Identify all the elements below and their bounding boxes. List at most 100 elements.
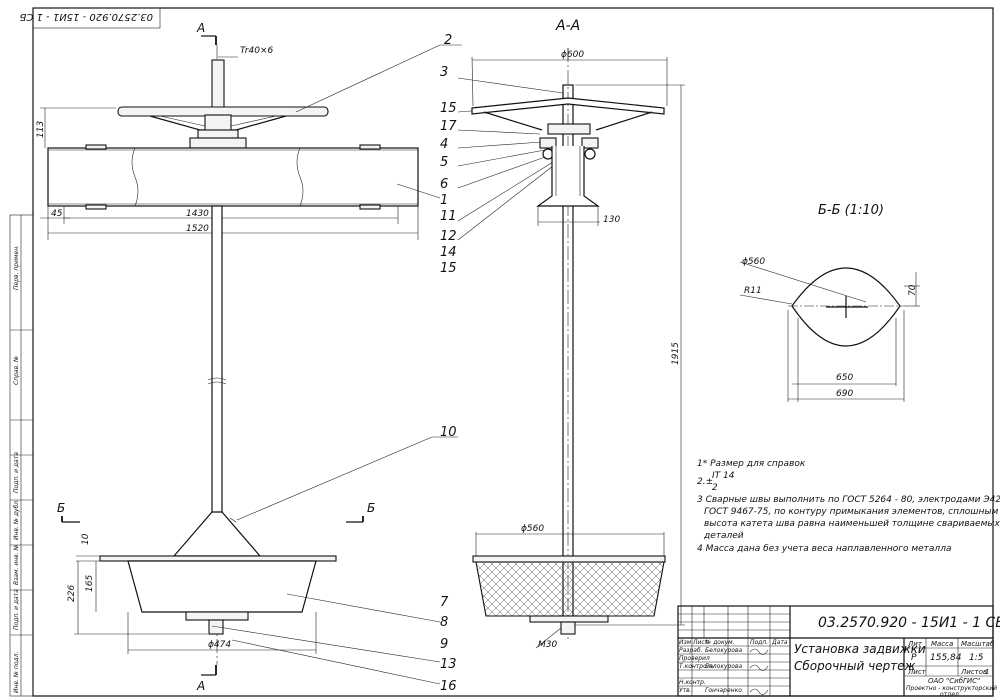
side-label-podp2: Подп. и дата [13, 589, 20, 630]
dim-113: 113 [36, 121, 46, 138]
tb-name-1: Белокурова [705, 647, 743, 654]
tb-col-lit: Лит [907, 640, 923, 648]
dim-10: 10 [81, 533, 91, 545]
tb-head-doc: № докум. [704, 639, 735, 646]
cut-a-bottom: А [196, 679, 205, 693]
tb-col-scale: Масштаб [961, 640, 995, 648]
callout-leaders [211, 44, 462, 685]
cut-b-left: Б [57, 501, 65, 515]
callout-4: 4 [440, 137, 448, 152]
dim-d560-side: ϕ560 [521, 524, 544, 534]
tb-head-date: Дата [771, 639, 788, 646]
callout-14: 14 [440, 245, 457, 260]
note-2: 2.± [697, 477, 713, 487]
callout-10: 10 [440, 425, 457, 440]
dim-70: 70 [908, 284, 918, 296]
side-label-dubl: Инв. № дубл. [13, 499, 20, 540]
dim-1520: 1520 [186, 224, 209, 234]
signature-2 [749, 664, 769, 671]
signature-1 [749, 648, 769, 655]
dim-1430: 1430 [186, 209, 209, 219]
callout-1: 1 [440, 193, 448, 208]
dim-1915: 1915 [671, 342, 681, 365]
side-view: А-А ϕ600 1 [457, 18, 685, 650]
dim-tr: Tr40×6 [240, 46, 273, 56]
callout-11: 11 [440, 209, 457, 224]
note-1b: IT 14 [712, 471, 735, 481]
tb-org-3: отдел [940, 691, 959, 698]
tb-title-1: Установка задвижки [794, 642, 926, 656]
cut-a-top: А [196, 21, 205, 35]
side-label-vzam: Взам. инв. № [13, 544, 20, 585]
note-1: 1* Размер для справок [697, 459, 806, 469]
side-label-sprav: Справ. № [13, 356, 20, 385]
tb-title-2: Сборочный чертеж [794, 659, 916, 673]
tb-org-1: ОАО "СибГИС" [928, 677, 980, 685]
signature-3 [749, 688, 769, 695]
callout-15a: 15 [440, 101, 457, 116]
section-aa-title: А-А [555, 18, 580, 34]
section-bb: Б-Б (1:10) ϕ560 R11 70 650 690 [739, 203, 920, 402]
callout-8: 8 [440, 615, 448, 630]
side-label-perv: Перв. примен. [13, 245, 20, 290]
note-3c: высота катета шва равна наименьшей толщи… [704, 519, 1000, 529]
callout-7: 7 [440, 595, 449, 610]
dim-226: 226 [67, 585, 77, 602]
tb-head-izm: Изм [679, 639, 692, 646]
callout-12: 12 [440, 229, 457, 244]
tb-sheets-value: 1 [985, 668, 989, 676]
tb-role-1: Разраб. [679, 647, 703, 654]
tb-role-2: Проверил [679, 655, 710, 662]
note-3: 3 Сварные швы выполнить по ГОСТ 5264 - 8… [697, 495, 1000, 505]
handwheel [117, 106, 329, 139]
dim-650: 650 [836, 373, 853, 383]
top-stamp: 03.2570.920 - 15И1 - 1 СБ [19, 7, 161, 29]
technical-notes: 1* Размер для справок IT 14 2.± 2 3 Свар… [697, 459, 1000, 554]
tb-role-4: Н.контр. [679, 679, 706, 686]
support-beam [47, 144, 419, 210]
tb-head-podp: Подп. [750, 639, 768, 646]
title-block: 03.2570.920 - 15И1 - 1 СБ Установка задв… [677, 605, 1000, 698]
dim-m30: M30 [538, 640, 557, 650]
section-bb-title: Б-Б (1:10) [818, 203, 884, 218]
callout-16: 16 [440, 679, 457, 694]
dim-45: 45 [51, 209, 63, 219]
callout-13: 13 [440, 657, 457, 672]
tb-doc-number: 03.2570.920 - 15И1 - 1 СБ [818, 615, 1000, 631]
tb-head-list: Лист [692, 639, 709, 646]
cut-b-right: Б [367, 501, 375, 515]
side-stamp-strip: Перв. примен. Справ. № Подп. и дата Инв.… [9, 214, 34, 697]
callout-3: 3 [440, 65, 448, 80]
callout-9: 9 [440, 637, 448, 652]
tb-sheet-label: Лист [907, 668, 927, 676]
side-label-podp1: Подп. и дата [13, 452, 20, 493]
dim-r11: R11 [744, 286, 762, 296]
dim-d560-bb: ϕ560 [742, 257, 765, 267]
dim-130: 130 [603, 215, 620, 225]
tb-org-2: Проектно - конструкторский [906, 685, 997, 692]
callout-2: 2 [444, 33, 452, 48]
tb-name-3: Белокурова [705, 663, 743, 670]
top-stamp-text: 03.2570.920 - 15И1 - 1 СБ [19, 11, 153, 22]
side-label-inv: Инв. № подл. [13, 652, 20, 693]
dim-d474: ϕ474 [208, 640, 231, 650]
tb-mass-value: 155,84 [930, 653, 962, 663]
tb-role-3: Т.контроль [679, 663, 715, 670]
note-3b: ГОСТ 9467-75, по контуру примыкания элем… [704, 507, 1000, 517]
callout-17: 17 [440, 119, 457, 134]
tb-role-5: Утв. [679, 687, 692, 694]
dim-d600: ϕ600 [561, 50, 584, 60]
tb-scale-value: 1:5 [969, 653, 984, 663]
note-3d: деталей [703, 531, 744, 541]
tb-sheets-label: Листов [960, 668, 987, 676]
dim-690: 690 [836, 389, 853, 399]
front-view: А А Tr40×6 [36, 21, 419, 693]
note-2b: 2 [712, 483, 718, 493]
tb-lit-value: Р [911, 653, 917, 663]
callout-15b: 15 [440, 261, 457, 276]
callout-5: 5 [440, 155, 448, 170]
tb-col-mass: Масса [931, 640, 953, 648]
tb-name-5: Гончаренко [705, 687, 742, 694]
callout-6: 6 [440, 177, 448, 192]
